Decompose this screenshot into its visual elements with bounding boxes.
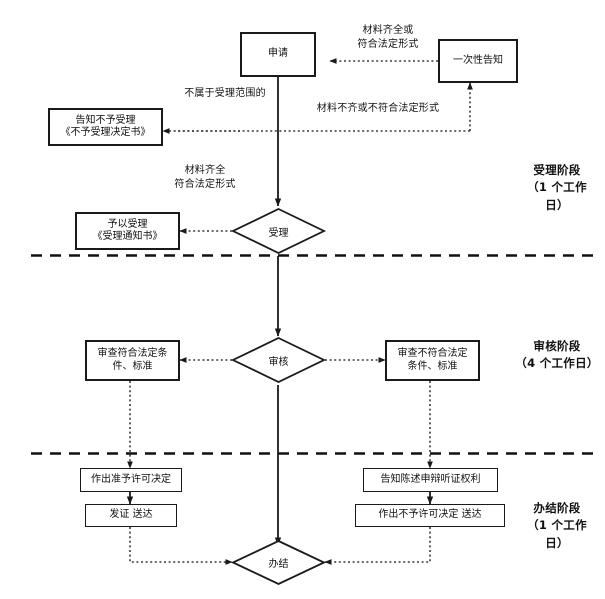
node-one-time-notice[interactable]: 一次性告知 [438,39,518,83]
edge-label-materials-complete: 材料齐全 符合法定形式 [174,165,236,190]
edge-label-materials-complete-or-legal: 材料齐全或 符合法定形式 [357,25,419,50]
node-reject-acceptance-label: 告知不予受理 《不予受理决定书》 [60,114,151,139]
stage-label-completion: 办结阶段 （1 个工作 日） [527,501,587,550]
node-grant-acceptance[interactable]: 予以受理 《受理通知书》 [75,212,180,250]
node-notify-rights[interactable]: 告知陈述申辩听证权利 [363,468,498,492]
node-complete[interactable]: 办结 [230,540,327,585]
node-review-pass[interactable]: 审查符合法定条 件、标准 [85,340,180,381]
node-issue-deliver-label: 发证 送达 [109,509,153,521]
node-deny-deliver-label: 作出不予许可决定 送达 [378,509,482,521]
node-issue-deliver[interactable]: 发证 送达 [85,504,177,527]
stage-label-review: 审核阶段 （4 个工作日） [515,339,599,371]
node-deny-deliver[interactable]: 作出不予许可决定 送达 [355,504,505,527]
node-permit-decision-label: 作出准予许可决定 [91,473,171,485]
node-review-decision-label: 审核 [268,356,289,368]
node-review-fail-label: 审查不符合法定 条件、标准 [397,348,468,372]
node-apply-label: 申请 [268,48,288,60]
node-review-fail[interactable]: 审查不符合法定 条件、标准 [385,340,480,381]
node-grant-acceptance-label: 予以受理 《受理通知书》 [92,218,163,243]
node-acceptance-decision-label: 受理 [268,227,289,239]
node-apply[interactable]: 申请 [240,32,316,77]
node-permit-decision[interactable]: 作出准予许可决定 [80,468,182,492]
node-one-time-notice-label: 一次性告知 [453,54,503,66]
node-reject-acceptance[interactable]: 告知不予受理 《不予受理决定书》 [48,108,163,146]
node-complete-label: 办结 [268,559,289,570]
node-review-decision[interactable]: 审核 [230,337,327,383]
node-acceptance-decision[interactable]: 受理 [230,208,327,254]
edge-label-not-in-scope: 不属于受理范围的 [184,88,266,99]
stage-label-acceptance: 受理阶段 （1 个工作 日） [527,163,587,212]
node-review-pass-label: 审查符合法定条 件、标准 [97,348,168,372]
node-notify-rights-label: 告知陈述申辩听证权利 [380,473,481,485]
edge-label-materials-incomplete: 材料不齐或不符合法定形式 [316,103,440,114]
